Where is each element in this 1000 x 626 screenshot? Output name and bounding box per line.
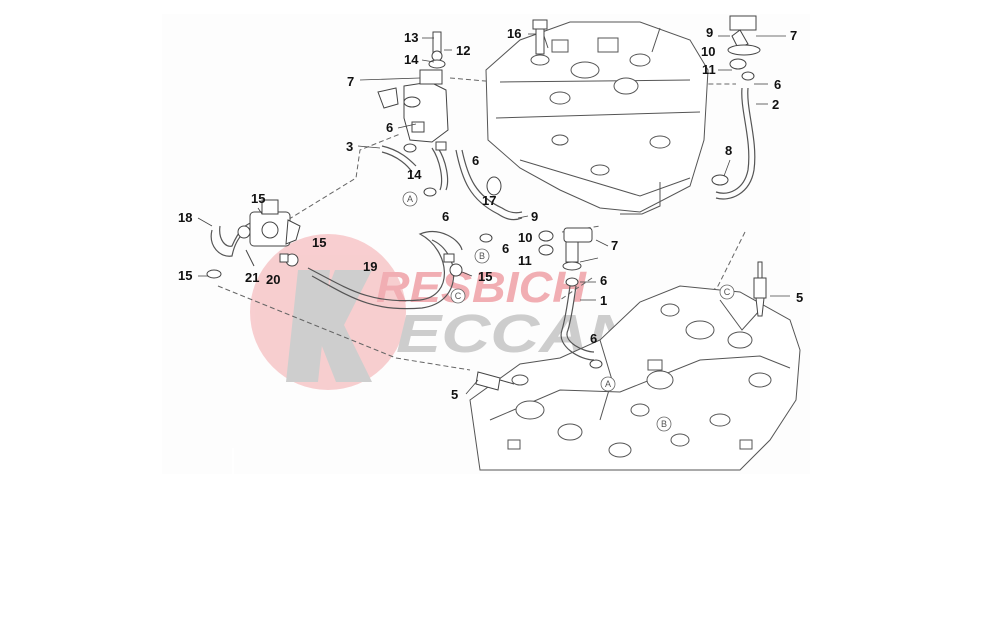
callout-13: 13	[404, 30, 418, 45]
callout-6-c: 6	[442, 209, 449, 224]
ref-b-right: B	[656, 416, 672, 432]
callout-10-b: 10	[518, 230, 532, 245]
callout-10-a: 10	[701, 44, 715, 59]
svg-text:C: C	[724, 287, 731, 297]
ref-b-left: B	[474, 248, 490, 264]
hose-1	[560, 285, 595, 361]
callout-2: 2	[772, 97, 779, 112]
watermark-logo-icon	[286, 270, 372, 382]
callout-19: 19	[363, 259, 377, 274]
callout-18: 18	[178, 210, 192, 225]
callout-5-upper: 5	[796, 290, 803, 305]
callout-12: 12	[456, 43, 470, 58]
svg-text:A: A	[407, 194, 413, 204]
ref-c-right: C	[719, 284, 735, 300]
sensor-7-top-right	[727, 15, 761, 56]
leader-lines	[197, 33, 790, 395]
callouts: 1 2 3 5 5 6 6 6 6 6 6 6 6 7 7 7 8 9 9 10…	[178, 25, 803, 402]
callout-5-lower: 5	[451, 387, 458, 402]
ref-c-left: C	[450, 288, 466, 304]
callout-6-a: 6	[386, 120, 393, 135]
callout-8: 8	[725, 143, 732, 158]
clamp-15-d	[206, 269, 222, 279]
reference-letters: A A B B C C	[402, 191, 735, 432]
small-parts	[206, 15, 767, 391]
air-valve-20	[249, 199, 301, 247]
drawing-corner-notch	[232, 448, 234, 474]
callout-21: 21	[245, 270, 259, 285]
callout-7-c: 7	[611, 238, 618, 253]
svg-text:C: C	[455, 291, 462, 301]
reed-valve-7-left	[377, 69, 449, 143]
callout-11-b: 11	[518, 253, 532, 268]
cylinder-head-upper	[485, 21, 709, 215]
callout-6-d: 6	[502, 241, 509, 256]
callout-7-a: 7	[347, 74, 354, 89]
hose-2	[715, 87, 750, 194]
callout-20: 20	[266, 272, 280, 287]
spark-plug-lower	[475, 371, 515, 391]
callout-3: 3	[346, 139, 353, 154]
engine-block-lower	[469, 285, 801, 471]
watermark-line-1: RESBICH	[376, 263, 587, 312]
bolt-stack-13	[428, 31, 446, 69]
hose-19	[307, 231, 463, 302]
callout-6-f: 6	[590, 331, 597, 346]
callout-6-g: 6	[774, 77, 781, 92]
callout-16: 16	[507, 26, 521, 41]
svg-text:A: A	[605, 379, 611, 389]
svg-text:B: B	[661, 419, 667, 429]
callout-15-b: 15	[312, 235, 326, 250]
bolt-16	[532, 19, 548, 55]
callout-17: 17	[482, 193, 496, 208]
sensor-7-middle	[562, 227, 593, 271]
svg-text:B: B	[479, 251, 485, 261]
callout-9-b: 9	[531, 209, 538, 224]
ref-a-left: A	[402, 191, 418, 207]
callout-11-a: 11	[702, 62, 716, 77]
callout-1: 1	[600, 293, 607, 308]
callout-15-a: 15	[251, 191, 265, 206]
callout-14-a: 14	[404, 52, 419, 67]
callout-15-d: 15	[478, 269, 492, 284]
callout-15-c: 15	[178, 268, 192, 283]
callout-14-b: 14	[407, 167, 422, 182]
callout-7-b: 7	[790, 28, 797, 43]
callout-6-b: 6	[472, 153, 479, 168]
ref-a-right: A	[600, 376, 616, 392]
callout-6-e: 6	[600, 273, 607, 288]
callout-9-a: 9	[706, 25, 713, 40]
clamp-15-a	[237, 225, 251, 239]
clamp-15-c	[449, 263, 463, 277]
spark-plug-upper	[753, 261, 767, 317]
hose-3	[381, 145, 417, 167]
